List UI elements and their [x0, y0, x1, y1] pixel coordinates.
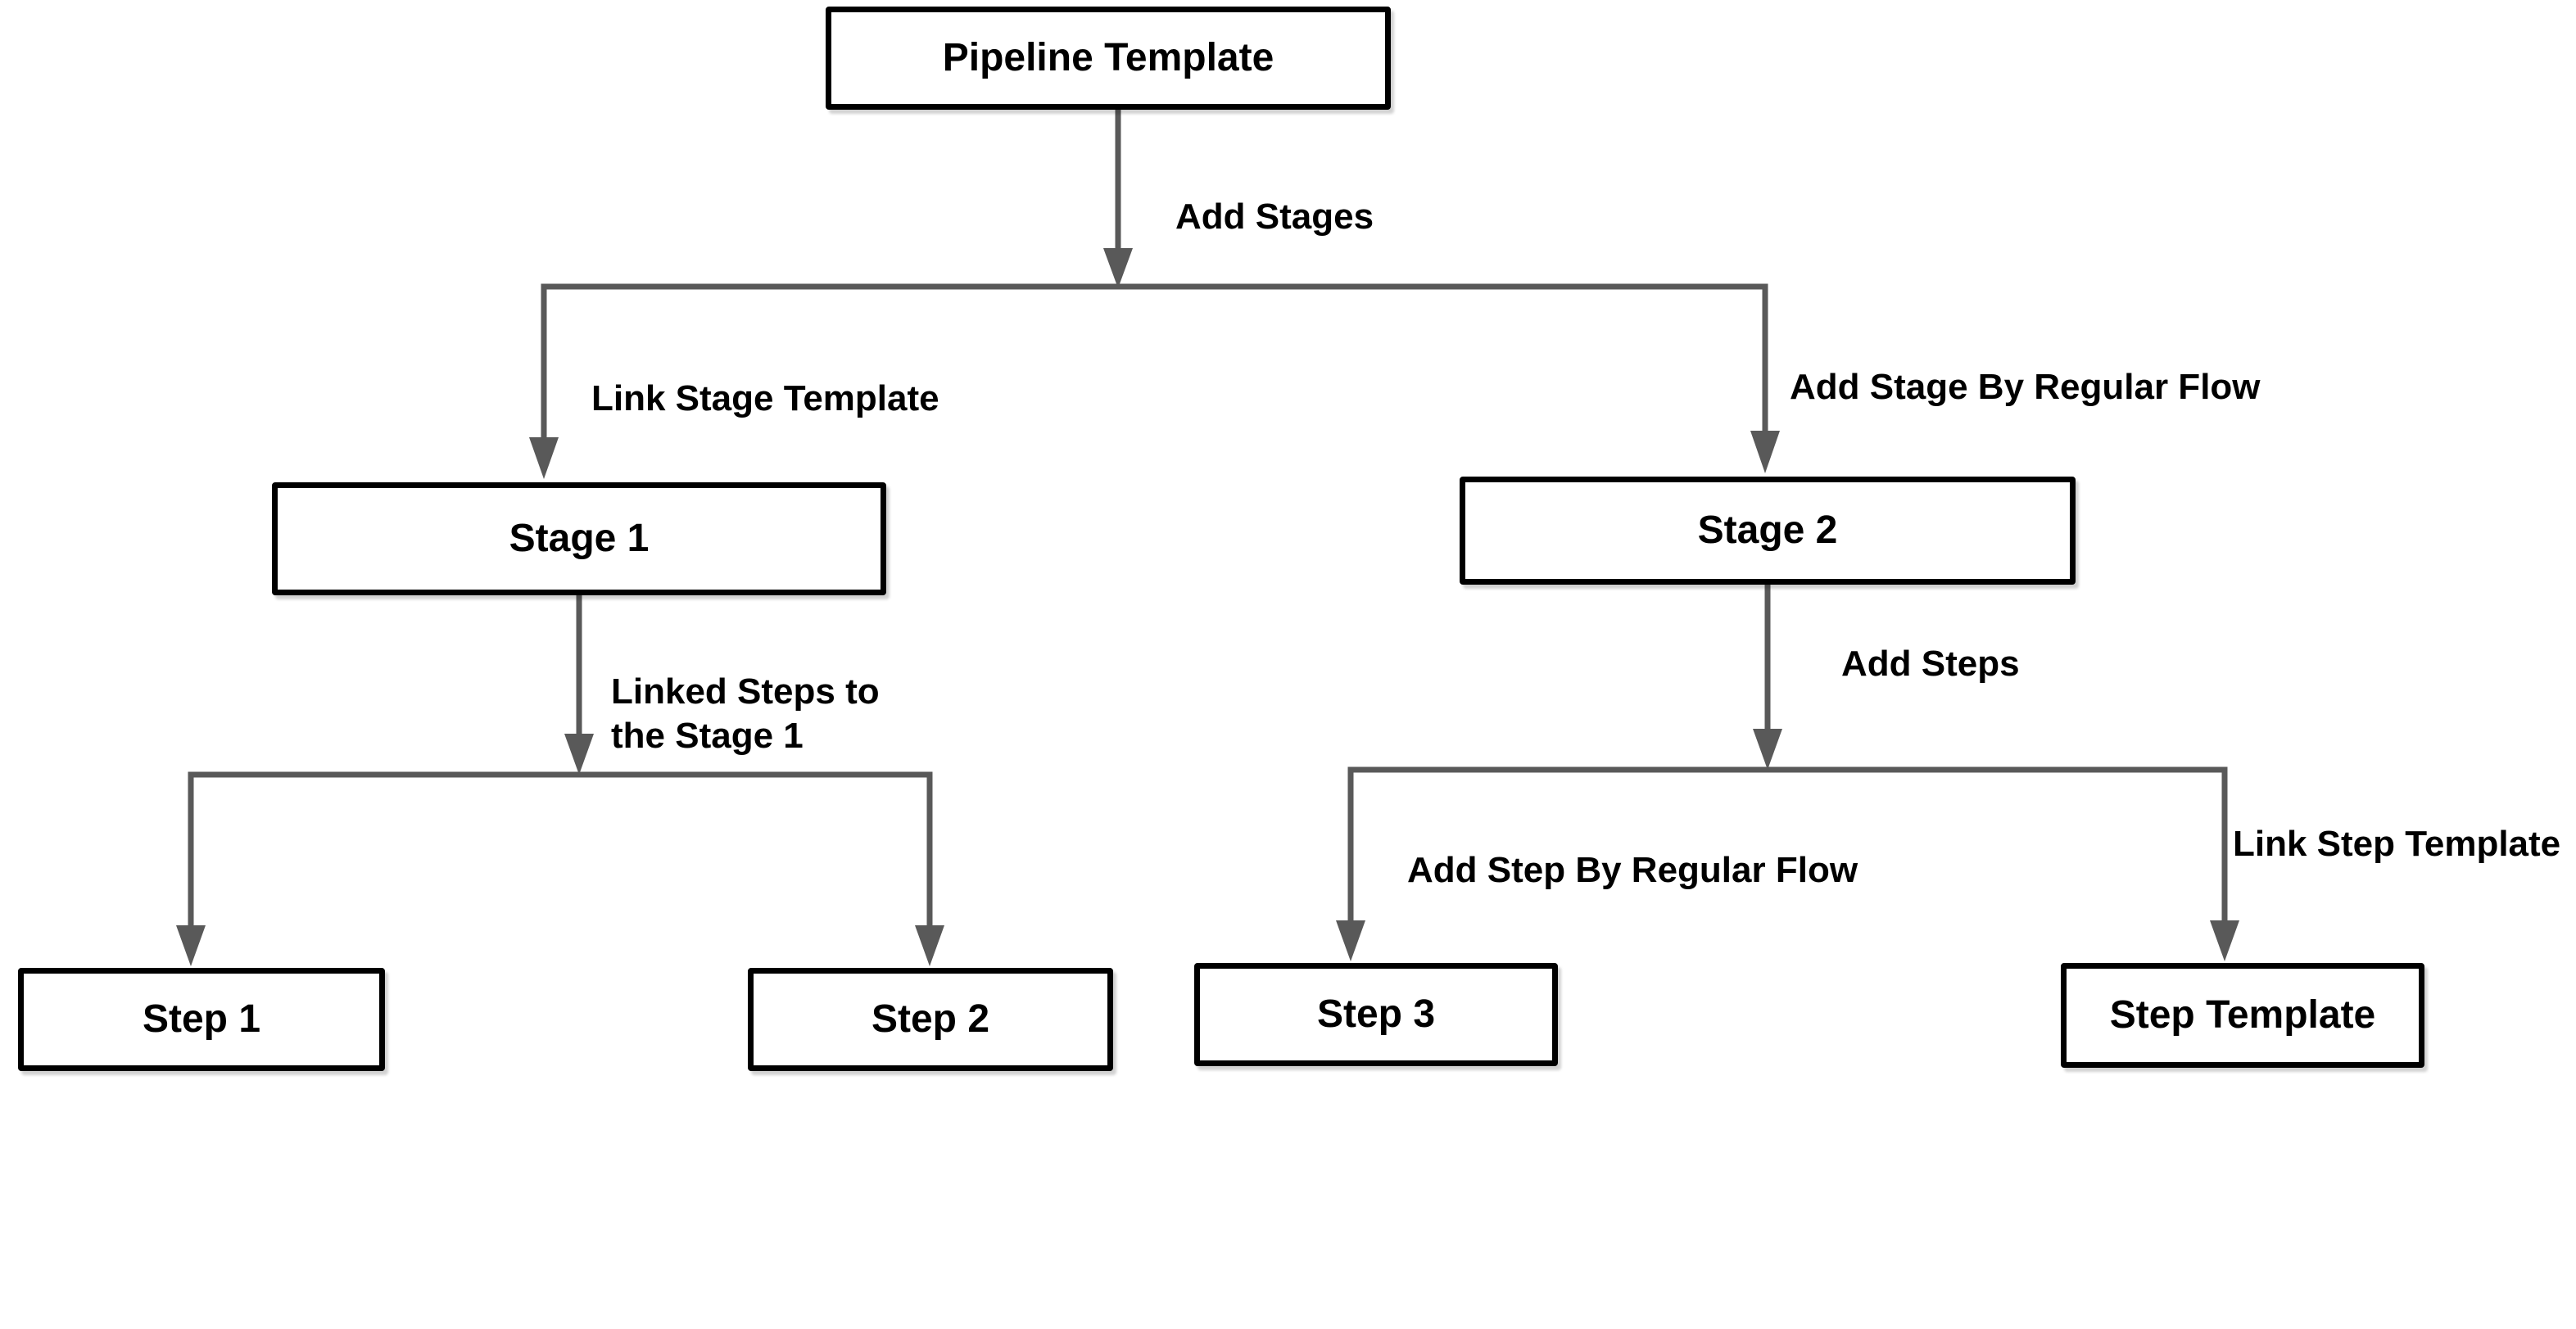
edge-label-add-stage-by-regular-flow: Add Stage By Regular Flow [1790, 367, 2261, 407]
edge-label-linked-steps-to-stage-1: Linked Steps to the Stage 1 [611, 671, 880, 756]
arrowhead-icon [1750, 431, 1780, 473]
edge-label-link-step-template: Link Step Template [2233, 824, 2561, 864]
arrowhead-icon [1103, 248, 1133, 288]
node-step-1: Step 1 [18, 968, 385, 1071]
arrowhead-icon [1336, 920, 1365, 961]
node-pipeline-template: Pipeline Template [826, 7, 1391, 110]
edge-label-add-step-by-regular-flow: Add Step By Regular Flow [1407, 850, 1858, 890]
node-stage-1: Stage 1 [272, 482, 886, 595]
arrowhead-icon [529, 437, 559, 479]
arrowhead-icon [176, 925, 206, 966]
edge-label-add-steps: Add Steps [1841, 644, 2020, 684]
edge-label-add-stages: Add Stages [1175, 197, 1374, 237]
node-step-3: Step 3 [1194, 963, 1558, 1066]
edge-label-link-stage-template: Link Stage Template [591, 378, 939, 418]
node-stage-2: Stage 2 [1460, 477, 2076, 585]
arrowhead-icon [564, 734, 594, 775]
node-step-template: Step Template [2061, 963, 2424, 1068]
arrowhead-icon [2210, 920, 2239, 961]
arrowhead-icon [915, 925, 944, 966]
arrowhead-icon [1753, 729, 1782, 770]
node-step-2: Step 2 [748, 968, 1113, 1071]
